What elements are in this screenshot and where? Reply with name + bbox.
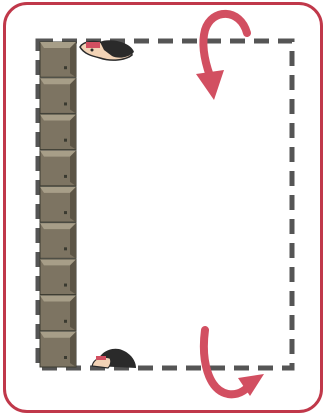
character-hat-band-icon <box>86 42 100 48</box>
wall-block <box>40 259 76 294</box>
wall-block <box>40 78 76 113</box>
character-eye-icon <box>91 49 94 52</box>
wall-column <box>40 42 76 367</box>
arrowhead-down-icon <box>196 70 224 100</box>
wall-block <box>40 114 76 149</box>
character-top[interactable] <box>80 40 134 60</box>
character-hat-band-icon <box>96 356 106 360</box>
wall-block <box>40 151 76 186</box>
wall-block <box>40 42 76 77</box>
wall-block <box>40 187 76 222</box>
wall-block <box>40 223 76 258</box>
character-bottom[interactable] <box>92 349 136 368</box>
wall-block <box>40 332 76 367</box>
curved-arrow-down-icon[interactable] <box>203 14 247 76</box>
wall-block <box>40 296 76 331</box>
